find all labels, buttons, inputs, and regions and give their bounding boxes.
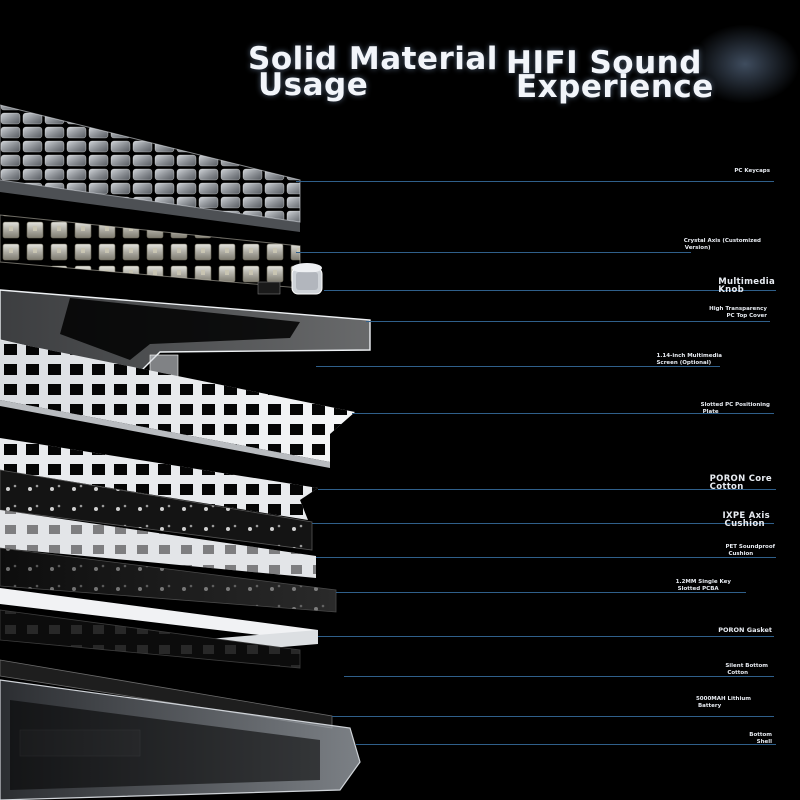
callout-crystal-axis: Crystal Axis (Customized Version) (684, 238, 761, 251)
callout-line: Slotted PC Positioning (700, 402, 770, 408)
callout-positioning-plate: Slotted PC Positioning Plate (701, 402, 770, 415)
callout-line: PC Top Cover (726, 312, 767, 319)
callout-pcba: 1.2MM Single Key Slotted PCBA (676, 579, 731, 592)
callout-poron-gasket: PORON Gasket (718, 627, 772, 634)
callout-line: 1.14-inch Multimedia (656, 353, 722, 359)
callout-line: Cushion (728, 550, 754, 557)
callout-line: Plate (702, 408, 719, 415)
callout-line: Shell (756, 738, 772, 745)
layer-pcba (0, 547, 337, 613)
callout-line: Cotton (727, 669, 749, 676)
callout-bottom-shell: Bottom Shell (749, 732, 772, 745)
callout-line: Battery (697, 702, 722, 709)
leader-line-poron-core (318, 489, 776, 490)
callout-line: Slotted PCBA (677, 585, 719, 592)
callout-line: PORON Gasket (718, 626, 772, 634)
headline-right-line1: HIFI Sound (506, 45, 702, 81)
leader-line-battery (332, 716, 774, 717)
leader-line-pet (316, 557, 776, 558)
callout-line: 1.2MM Single Key (675, 579, 731, 585)
callout-battery: 5000MAH Lithium Battery (696, 696, 751, 709)
leader-line-ixpe (312, 523, 774, 524)
callout-screen: 1.14-inch Multimedia Screen (Optional) (656, 353, 722, 366)
callout-line: 5000MAH Lithium (695, 696, 751, 702)
callout-line: PC Keycaps (734, 168, 770, 174)
leader-line-pcba (336, 592, 746, 593)
leader-line-keycaps (296, 181, 774, 182)
layer-poron-core-cotton (0, 438, 318, 520)
layer-bottom-shell (0, 679, 361, 800)
headline-left-line2: Usage (258, 67, 369, 103)
leader-line-bottom-shell (356, 744, 776, 745)
callout-line: PORON Core (709, 474, 772, 484)
layer-bottom-cotton (0, 609, 301, 669)
leader-line-bottom-cotton (344, 676, 774, 677)
callout-line: Version) (684, 244, 711, 251)
callout-line: Bottom (749, 732, 772, 738)
headline-right-line2: Experience (516, 69, 714, 105)
leader-line-positioning-plate (352, 413, 774, 414)
callout-pc-keycaps: PC Keycaps (734, 168, 770, 175)
multimedia-knob-shape (291, 263, 323, 295)
layer-positioning-plate (0, 340, 355, 468)
callout-ixpe-axis-cushion: IXPE Axis Cushion (722, 511, 770, 529)
callout-line: Crystal Axis (Customized (683, 238, 761, 244)
callout-line: Knob (718, 285, 744, 295)
callout-line: Silent Bottom (725, 663, 768, 669)
callout-line: Screen (Optional) (656, 359, 712, 366)
callout-silent-bottom-cotton: Silent Bottom Cotton (725, 663, 768, 676)
callout-line: High Transparency (709, 306, 767, 312)
headline-left-line1: Solid Material (248, 41, 498, 77)
leader-line-gasket (318, 636, 774, 637)
leader-line-knob (324, 290, 776, 291)
leader-line-switches (296, 252, 691, 253)
callout-line: IXPE Axis (722, 511, 770, 521)
layer-top-cover (0, 289, 371, 373)
callout-pet-cushion: PET Soundproof Cushion (725, 544, 775, 557)
layer-ixpe-cushion (0, 469, 313, 551)
callout-multimedia-knob: Multimedia Knob (718, 277, 775, 295)
leader-line-screen (316, 366, 720, 367)
callout-line: Cotton (709, 482, 744, 492)
leader-line-top-cover (366, 321, 770, 322)
light-glow (690, 24, 800, 104)
callout-top-cover: High Transparency PC Top Cover (709, 306, 767, 319)
callout-line: PET Soundproof (725, 544, 775, 550)
callout-poron-core-cotton: PORON Core Cotton (709, 474, 772, 492)
callout-line: Cushion (724, 519, 765, 529)
layer-pet-cushion (0, 510, 316, 578)
callout-line: Multimedia (718, 277, 775, 287)
